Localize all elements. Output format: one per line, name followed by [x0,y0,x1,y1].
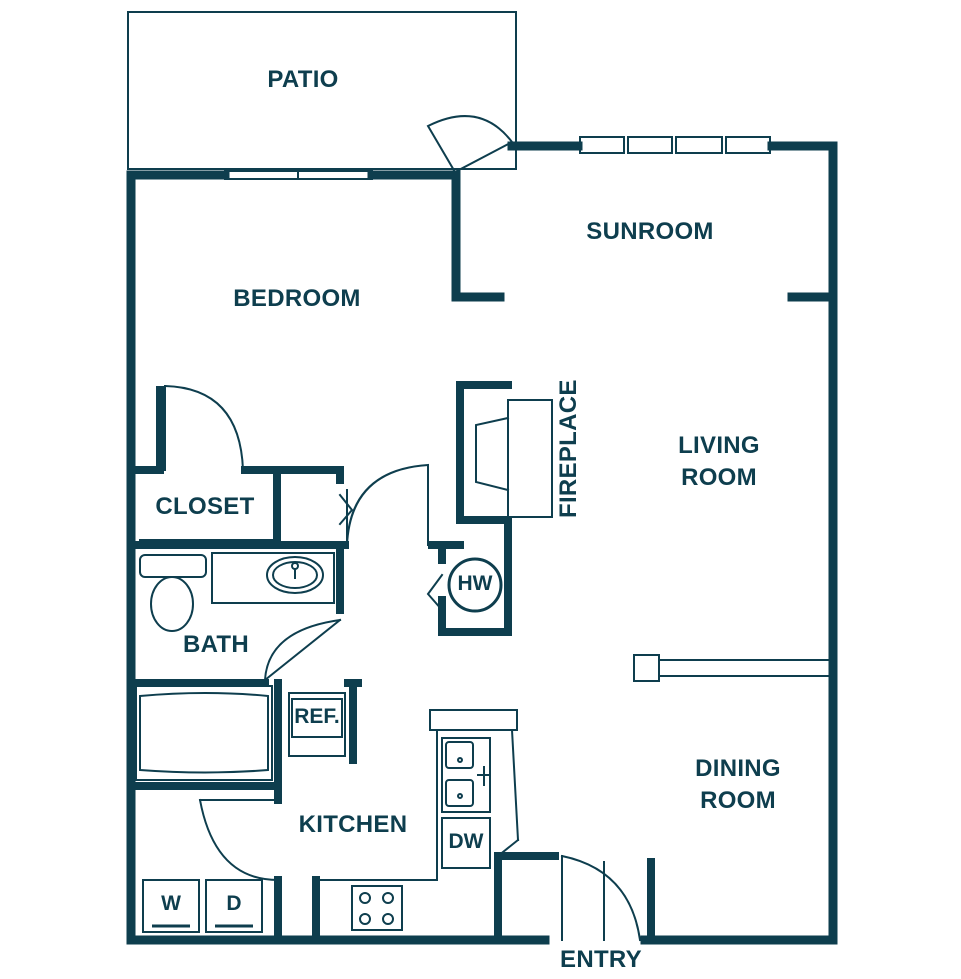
bath-fixtures [135,552,335,781]
dining-room-label-line2: ROOM [700,787,776,814]
sunroom-label: SUNROOM [586,218,714,245]
exterior-walls [126,141,838,945]
dishwasher-label: DW [448,830,484,853]
patio-outline [127,11,517,170]
windows [224,136,771,180]
washer-label: W [161,892,181,915]
water-heater-tank [447,557,503,613]
dining-room-label-line1: DINING [695,755,781,782]
water-heater-label: HW [457,572,493,595]
interior-walls [127,381,655,944]
living-room-label-line1: LIVING [678,432,760,459]
living-room-label-line2: ROOM [681,464,757,491]
kitchen-label: KITCHEN [298,811,408,838]
kitchen-fixtures [142,692,520,941]
doors [163,115,642,942]
patio-label: PATIO [267,66,339,93]
fireplace-hearth [475,399,553,518]
closet-label: CLOSET [155,493,255,520]
fireplace-label: FIREPLACE [555,379,582,518]
refrigerator-label: REF. [294,705,340,728]
bath-label: BATH [182,631,250,658]
dryer-label: D [226,892,242,915]
entry-label: ENTRY [560,946,642,973]
bedroom-label: BEDROOM [233,285,361,312]
half-wall [633,654,829,682]
